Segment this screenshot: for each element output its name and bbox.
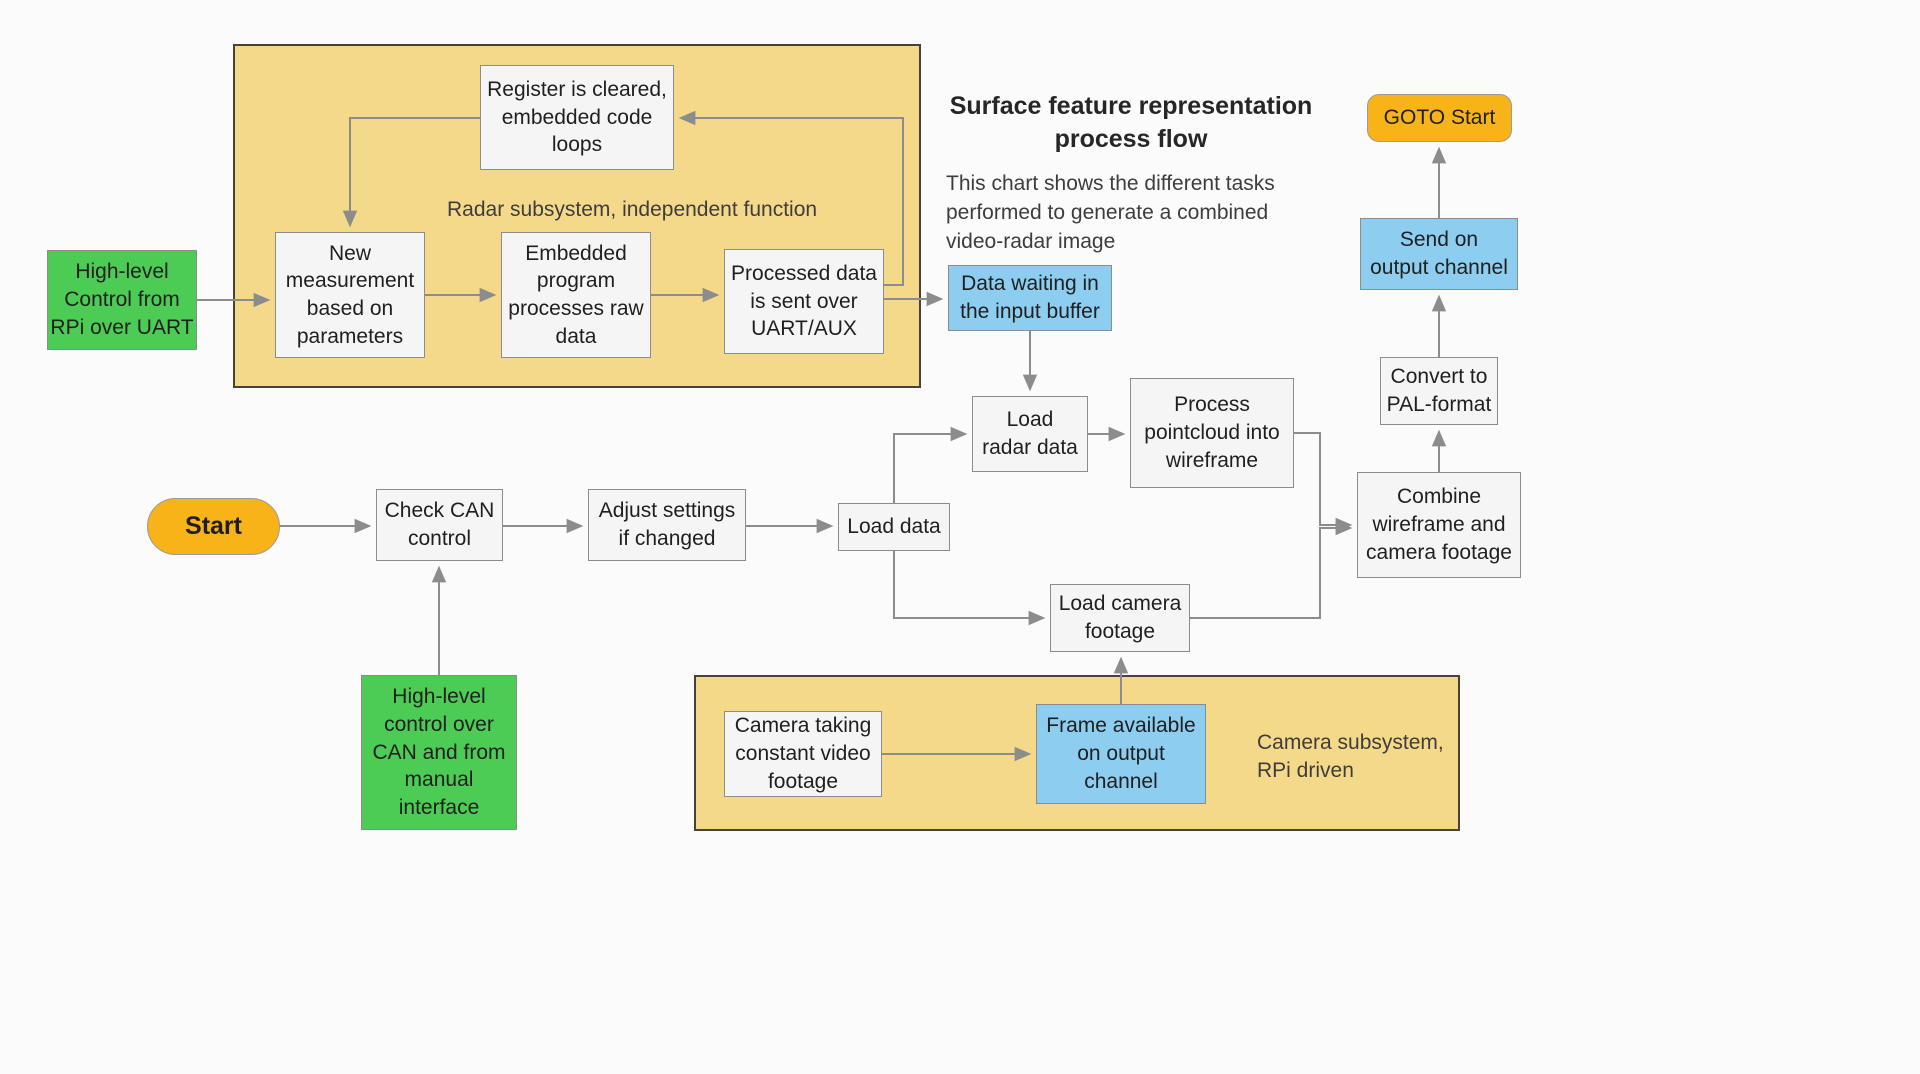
node-high-level-control-uart[interactable]: High-level Control from RPi over UART: [47, 250, 197, 350]
edge-load-data-to-load-data-radar: [893, 426, 968, 503]
edge-register-to-new-measurement: [342, 117, 480, 228]
node-send-output-channel[interactable]: Send on output channel: [1360, 218, 1518, 290]
edge-processed-to-register: [678, 110, 904, 286]
node-load-radar-data[interactable]: Load radar data: [972, 396, 1088, 472]
node-combine-wireframe-camera[interactable]: Combine wireframe and camera footage: [1357, 472, 1521, 578]
node-load-camera-footage[interactable]: Load camera footage: [1050, 584, 1190, 652]
group-label-radar-subsystem: Radar subsystem, independent function: [447, 198, 818, 221]
node-convert-pal-format[interactable]: Convert to PAL-format: [1380, 357, 1498, 425]
group-label-camera-subsystem: Camera subsystem, RPi driven: [1257, 731, 1444, 782]
node-camera-taking-video[interactable]: Camera taking constant video footage: [724, 711, 882, 797]
node-data-waiting-input-buffer[interactable]: Data waiting in the input buffer: [948, 265, 1112, 331]
chart-description: This chart shows the different tasks per…: [946, 172, 1275, 253]
node-processed-data-sent[interactable]: Processed data is sent over UART/AUX: [724, 249, 884, 354]
node-goto-start[interactable]: GOTO Start: [1367, 94, 1512, 142]
node-start[interactable]: Start: [147, 498, 280, 555]
chart-title: Surface feature representation process f…: [949, 92, 1313, 153]
node-high-level-control-can[interactable]: High-level control over CAN and from man…: [361, 675, 517, 830]
node-process-pointcloud[interactable]: Process pointcloud into wireframe: [1130, 378, 1294, 488]
edge-load-data-to-load-camera: [893, 551, 1046, 626]
node-load-data[interactable]: Load data: [838, 503, 950, 551]
node-adjust-settings[interactable]: Adjust settings if changed: [588, 489, 746, 561]
node-embedded-program[interactable]: Embedded program processes raw data: [501, 232, 651, 358]
node-new-measurement[interactable]: New measurement based on parameters: [275, 232, 425, 358]
node-register-cleared[interactable]: Register is cleared, embedded code loops: [480, 65, 674, 170]
edge-pointcloud-to-combine: [1294, 432, 1353, 533]
node-check-can-control[interactable]: Check CAN control: [376, 489, 503, 561]
edge-load-camera-to-combine: [1190, 520, 1353, 619]
node-frame-available[interactable]: Frame available on output channel: [1036, 704, 1206, 804]
